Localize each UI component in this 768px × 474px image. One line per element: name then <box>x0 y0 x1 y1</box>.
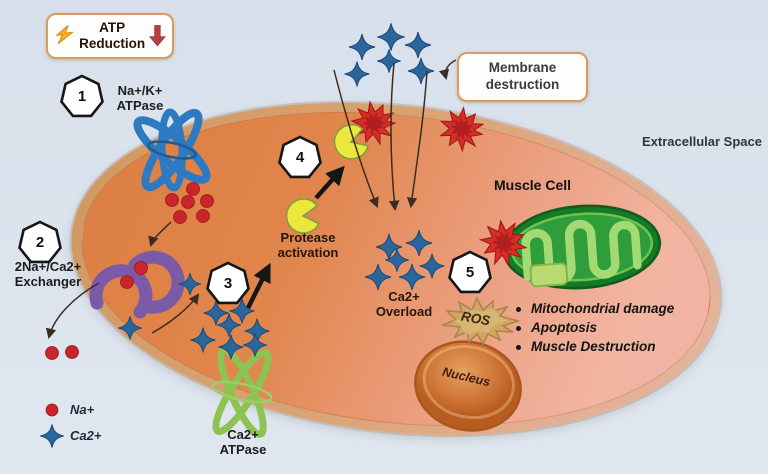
ca-star-icon <box>39 423 65 449</box>
legend-ca-label: Ca2+ <box>70 428 102 443</box>
outcome-item: Mitochondrial damage <box>516 301 674 316</box>
ca-overload-label: Ca2+ Overload <box>375 289 433 319</box>
legend-na-label: Na+ <box>70 402 95 417</box>
step-4-number: 4 <box>295 149 305 166</box>
ca2-stars-overload <box>364 229 445 291</box>
bullet-icon <box>516 345 521 350</box>
muscle-cell-label: Muscle Cell <box>494 177 572 193</box>
na-ion-dots <box>45 182 214 360</box>
outcome-text: Apoptosis <box>531 320 597 335</box>
bullet-icon <box>516 326 521 331</box>
legend-symbols <box>39 403 65 449</box>
flow-arrows <box>45 59 457 340</box>
na-k-atpase-pump <box>133 108 211 192</box>
ca-atpase-label: Ca2+ ATPase <box>219 427 267 457</box>
step-5-number: 5 <box>465 264 475 281</box>
mitochondria-cristae <box>521 219 642 284</box>
outcome-item: Muscle Destruction <box>516 339 674 354</box>
nucleus <box>414 340 522 432</box>
extracellular-space-label: Extracellular Space <box>642 134 762 149</box>
lightning-bolt-icon <box>55 25 75 45</box>
atp-reduction-callout: ATP Reduction <box>46 13 174 59</box>
outcome-text: Mitochondrial damage <box>531 301 675 316</box>
mitochondria-pore <box>529 262 569 288</box>
na-k-atpase-label: Na+/K+ ATPase <box>116 83 164 113</box>
protease-activation-label: Protease activation <box>277 230 339 260</box>
membrane-destruction-callout: Membrane destruction <box>457 52 588 102</box>
step-2-number: 2 <box>35 234 45 251</box>
na-dot-icon <box>45 403 59 417</box>
activation-arrows <box>245 165 345 310</box>
outcome-text: Muscle Destruction <box>531 339 656 354</box>
atp-reduction-label: ATP Reduction <box>79 20 146 51</box>
outcome-item: Apoptosis <box>516 320 674 335</box>
ca-atpase-pump <box>211 346 273 438</box>
exchanger-label: 2Na+/Ca2+ Exchanger <box>14 259 82 289</box>
ros-burst-icon <box>441 296 521 346</box>
membrane-destruction-label: Membrane destruction <box>485 60 560 92</box>
ca2-stars-extracellular <box>344 22 435 87</box>
outcomes-list: Mitochondrial damage Apoptosis Muscle De… <box>516 301 674 358</box>
mitochondria <box>502 204 662 290</box>
step-1-number: 1 <box>77 88 87 105</box>
bullet-icon <box>516 307 521 312</box>
red-down-arrow-icon <box>149 25 166 47</box>
step-3-number: 3 <box>223 275 233 292</box>
na-ca-exchanger <box>89 250 185 319</box>
